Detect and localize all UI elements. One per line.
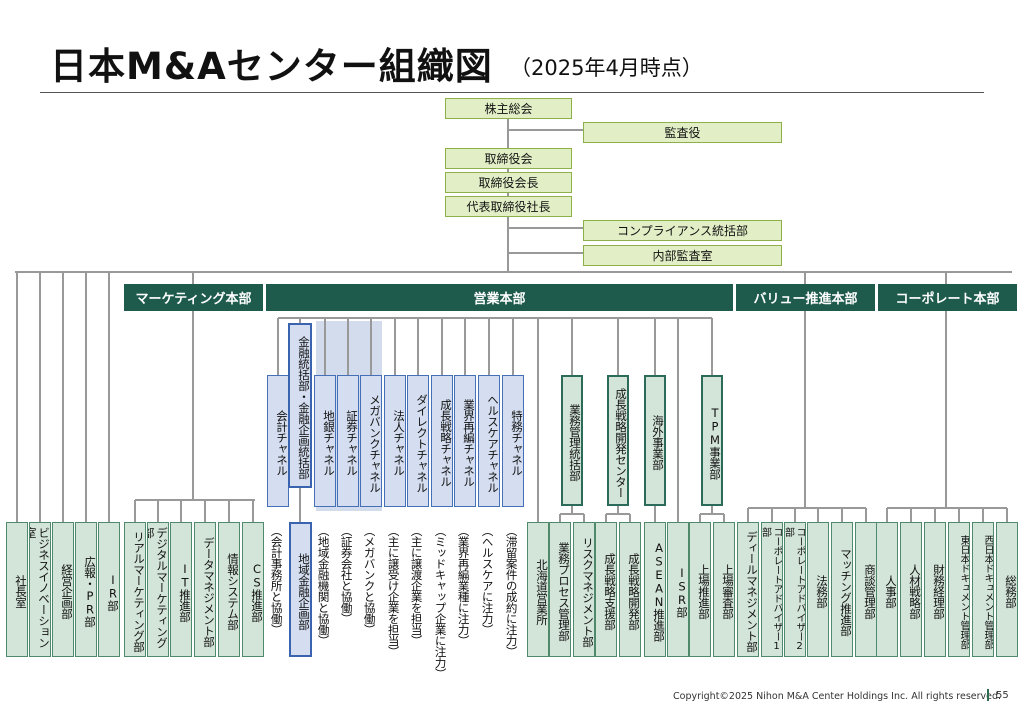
note-corporate-channel: （主に譲受け企業を担当） <box>386 525 401 657</box>
dept-growth-strategy-center: 成長戦略開発センター <box>607 375 629 506</box>
division-value: バリュー推進本部 <box>736 284 875 311</box>
channel-accounting: 会計チャネル <box>267 375 289 507</box>
dept-regional-finance-planning: 地域金融企画部 <box>289 522 312 657</box>
dept-presidents-office: 社長室 <box>6 522 28 657</box>
channel-direct: ダイレクトチャネル <box>407 375 429 507</box>
auditors-box: 監査役 <box>583 122 782 143</box>
channel-corporate: 法人チャネル <box>384 375 406 507</box>
dept-listing-promotion: 上場推進部 <box>689 522 711 657</box>
channel-healthcare: ヘルスケアチャネル <box>478 375 500 507</box>
channel-growth-strategy: 成長戦略チャネル <box>431 375 453 507</box>
dept-negotiation-management: 商談管理部 <box>855 522 877 657</box>
dept-growth-support: 成長戦略支援部 <box>595 522 617 657</box>
dept-ir: IR部 <box>98 522 120 657</box>
compliance-box: コンプライアンス統括部 <box>583 220 782 241</box>
division-corporate: コーポレート本部 <box>878 284 1017 311</box>
dept-hr: 人事部 <box>876 522 898 657</box>
internal-audit-box: 内部監査室 <box>583 245 782 266</box>
dept-business-innovation: ビジネスイノベーション室 <box>29 522 51 657</box>
dept-digital-marketing: デジタルマーケティング部 <box>147 522 169 657</box>
dept-deal-management: ディールマネジメント部 <box>737 522 759 657</box>
note-direct: （主に譲渡企業を担当） <box>409 525 424 646</box>
channel-finance-hq: 金融統括部・金融企画統括部 <box>288 323 312 488</box>
channel-megabank: メガバンクチャネル <box>360 375 382 507</box>
dept-it-promotion: IT推進部 <box>170 522 192 657</box>
dept-matching-promotion: マッチング推進部 <box>831 522 853 657</box>
copyright-text: Copyright©2025 Nihon M&A Center Holdings… <box>673 691 1002 702</box>
channel-industry: 業界再編チャネル <box>454 375 476 507</box>
page-title: 日本M&Aセンター組織図 <box>50 45 493 88</box>
dept-real-marketing: リアルマーケティング部 <box>124 522 146 657</box>
dept-overseas: 海外事業部 <box>644 375 666 506</box>
dept-east-japan-docs: 東日本ドキュメント管理部 <box>948 522 970 657</box>
dept-listing-review: 上場審査部 <box>713 522 735 657</box>
page-number: 55 <box>996 690 1009 701</box>
dept-general-affairs: 総務部 <box>996 522 1018 657</box>
note-growth-strategy: （ミッドキャップ企業に注力） <box>433 525 448 679</box>
dept-business-process: 業務プロセス管理部 <box>549 522 571 657</box>
dept-pr: 広報・PR部 <box>75 522 97 657</box>
note-special: （滞留案件の成約に注力） <box>504 525 519 657</box>
footer-accent-bar <box>987 689 989 701</box>
dept-asean: ASEAN推進部 <box>644 522 666 657</box>
dept-hokkaido-office: 北海道営業所 <box>527 522 549 657</box>
dept-west-japan-docs: 西日本ドキュメント管理部 <box>972 522 994 657</box>
division-sales: 営業本部 <box>266 284 733 311</box>
page-subtitle: （2025年4月時点） <box>510 56 703 80</box>
dept-risk-management: リスクマネジメント部 <box>573 522 595 657</box>
division-marketing: マーケティング本部 <box>124 284 263 311</box>
title-divider <box>40 92 984 93</box>
dept-finance-accounting: 財務経理部 <box>924 522 946 657</box>
dept-talent-strategy: 人材戦略部 <box>900 522 922 657</box>
note-industry: （業界再編業種に注力） <box>456 525 471 646</box>
board-box: 取締役会 <box>445 148 572 169</box>
note-securities: （証券会社と協働） <box>339 525 354 624</box>
dept-growth-development: 成長戦略開発部 <box>619 522 641 657</box>
dept-legal: 法務部 <box>807 522 829 657</box>
dept-corporate-advisor-1: コーポレートアドバイザー1部 <box>761 522 783 657</box>
channel-special: 特務チャネル <box>502 375 524 507</box>
ceo-box: 代表取締役社長 <box>445 196 572 217</box>
dept-business-management-hq: 業務管理統括部 <box>561 375 583 506</box>
note-healthcare: （ヘルスケアに注力） <box>480 525 495 635</box>
dept-corporate-planning: 経営企画部 <box>52 522 74 657</box>
channel-regional-bank: 地銀チャネル <box>314 375 336 507</box>
note-megabank: （メガバンクと協働） <box>362 525 377 635</box>
chairman-box: 取締役会長 <box>445 172 572 193</box>
dept-isr: ISR部 <box>667 522 689 657</box>
note-accounting: （会計事務所と協働） <box>269 525 284 635</box>
channel-securities: 証券チャネル <box>337 375 359 507</box>
dept-tpm: TPM事業部 <box>701 375 723 506</box>
dept-information-systems: 情報システム部 <box>218 522 240 657</box>
dept-data-management: データマネジメント部 <box>194 522 216 657</box>
dept-cs-promotion: CS推進部 <box>242 522 264 657</box>
note-regional-bank: （地域金融機関と協働） <box>316 525 331 646</box>
shareholders-meeting-box: 株主総会 <box>445 98 572 119</box>
dept-corporate-advisor-2: コーポレートアドバイザー2部 <box>784 522 806 657</box>
